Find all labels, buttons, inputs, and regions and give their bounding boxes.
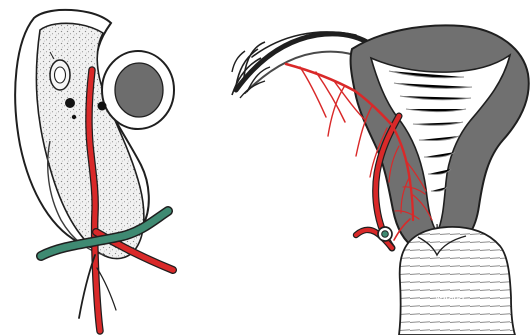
left-anatomical-view bbox=[15, 10, 174, 331]
vagina-label: vagina bbox=[435, 292, 465, 303]
vagina-outline bbox=[399, 227, 515, 335]
round-ring-structure bbox=[102, 51, 174, 129]
right-anatomical-view: vagina bbox=[232, 25, 529, 335]
vessel-cross-section bbox=[378, 227, 392, 241]
